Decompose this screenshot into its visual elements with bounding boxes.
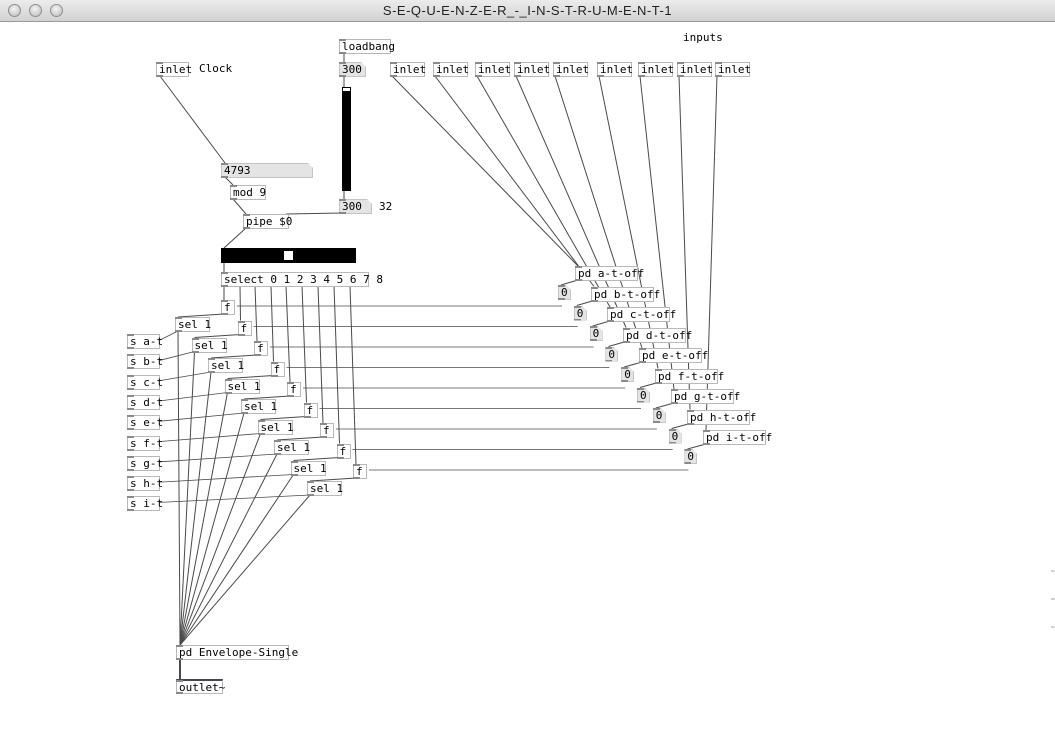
pd-h-t-off[interactable]: pd h-t-off [687,409,756,425]
pd-e-t-off[interactable]: pd e-t-off [639,348,708,363]
input-inlet-h[interactable]: inlet [677,62,713,77]
pd-g-t-off[interactable]: pd g-t-off [671,389,740,404]
clock-label: Clock [199,62,233,75]
envelope-single-object[interactable]: pd Envelope-Single [176,645,298,660]
zero-number-box-f[interactable]: 0 [637,388,650,403]
send-e-t[interactable]: s e-t [127,415,163,431]
input-inlet-g[interactable]: inlet [638,62,674,77]
float-object-b[interactable]: f [237,320,252,336]
pd-c-t-off[interactable]: pd c-t-off [607,307,676,322]
mod-object[interactable]: mod 9 [230,185,266,200]
zero-number-box-i[interactable]: 0 [684,449,697,464]
sel-object-d[interactable]: sel 1 [224,378,261,394]
send-b-t[interactable]: s b-t [127,354,163,370]
zero-number-box-g[interactable]: 0 [653,408,666,423]
sel-object-h[interactable]: sel 1 [290,460,327,476]
sel-object-c[interactable]: sel 1 [208,358,244,373]
float-object-c[interactable]: f [254,341,268,356]
sel-object-g[interactable]: sel 1 [274,440,310,455]
send-c-t[interactable]: s c-t [127,374,163,390]
inputs-label: inputs [683,31,723,44]
counter-number-box[interactable]: 4793 [221,163,313,178]
input-inlet-e[interactable]: inlet [553,62,589,77]
title-bar: S-E-Q-U-E-N-Z-E-R_-_I-N-S-T-R-U-M-E-N-T-… [0,0,1055,22]
float-object-i[interactable]: f [353,464,367,479]
delay-number-box[interactable]: 300 [339,199,372,214]
float-object-a[interactable]: f [221,300,235,315]
send-h-t[interactable]: s h-t [127,476,163,492]
pd-i-t-off[interactable]: pd i-t-off [703,430,772,445]
loadbang-object[interactable]: loadbang [339,39,395,54]
zero-number-box-h[interactable]: 0 [669,429,682,444]
select-object[interactable]: select 0 1 2 3 4 5 6 7 8 [221,272,383,287]
input-inlet-f[interactable]: inlet [597,62,633,77]
zero-number-box-b[interactable]: 0 [574,306,587,321]
sel-object-a[interactable]: sel 1 [175,317,211,332]
minimize-window-button[interactable] [29,4,42,17]
zero-number-box-a[interactable]: 0 [558,285,571,300]
close-window-button[interactable] [8,4,21,17]
scroll-indicator [1051,626,1055,628]
zero-number-box-e[interactable]: 0 [621,367,634,382]
pd-b-t-off[interactable]: pd b-t-off [591,286,660,302]
sel-object-e[interactable]: sel 1 [241,399,277,414]
float-object-g[interactable]: f [320,423,334,438]
input-inlet-d[interactable]: inlet [514,62,550,77]
step-radio-selector[interactable] [221,248,356,263]
zero-number-box-c[interactable]: 0 [590,326,603,341]
clock-inlet[interactable]: inlet [156,62,192,77]
slider-knob[interactable] [343,88,350,91]
input-inlet-c[interactable]: inlet [475,62,511,77]
float-object-f[interactable]: f [303,402,318,418]
float-object-h[interactable]: f [336,443,351,459]
input-inlet-a[interactable]: inlet [390,62,426,77]
sel-object-i[interactable]: sel 1 [307,481,343,496]
outlet-object[interactable]: outlet~ [176,679,225,694]
send-i-t[interactable]: s i-t [127,496,163,512]
input-inlet-b[interactable]: inlet [433,62,469,77]
send-a-t[interactable]: s a-t [127,334,163,349]
float-object-e[interactable]: f [287,382,301,397]
zero-number-box-d[interactable]: 0 [605,347,618,362]
sel-object-f[interactable]: sel 1 [257,419,294,435]
float-object-d[interactable]: f [270,361,285,377]
send-f-t[interactable]: s f-t [127,435,163,451]
pd-d-t-off[interactable]: pd d-t-off [623,327,692,343]
loadbang-number-box[interactable]: 300 [339,62,366,77]
delay-readout-label: 32 [379,200,393,213]
delay-vertical-slider[interactable] [342,87,351,191]
window-title: S-E-Q-U-E-N-Z-E-R_-_I-N-S-T-R-U-M-E-N-T-… [382,3,673,18]
send-g-t[interactable]: s g-t [127,455,163,471]
pipe-object[interactable]: pipe $0 [243,214,292,229]
pd-a-t-off[interactable]: pd a-t-off [575,266,644,281]
scroll-indicator [1051,598,1055,600]
input-inlet-i[interactable]: inlet [715,62,751,77]
zoom-window-button[interactable] [50,4,63,17]
radio-selected-cell[interactable] [284,251,293,260]
send-d-t[interactable]: s d-t [127,394,163,410]
scroll-indicator [1051,570,1055,572]
pd-f-t-off[interactable]: pd f-t-off [655,368,724,384]
sel-object-b[interactable]: sel 1 [191,337,228,353]
